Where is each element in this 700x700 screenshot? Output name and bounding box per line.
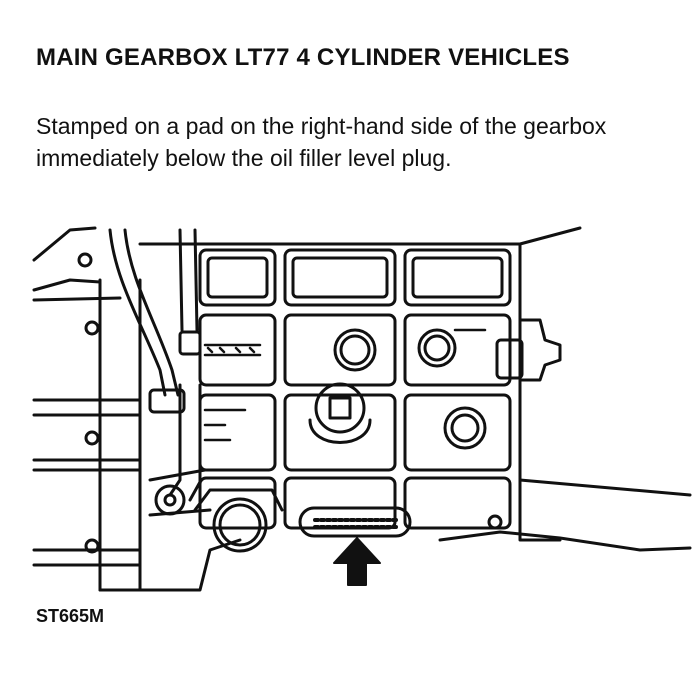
side-lug: [495, 318, 562, 382]
oil-filler-level-plug: [193, 488, 284, 553]
casting-marks: [203, 328, 487, 442]
casing-plugs: [308, 328, 487, 450]
figure-reference: ST665M: [36, 606, 105, 626]
page-heading: MAIN GEARBOX LT77 4 CYLINDER VEHICLES: [36, 44, 570, 71]
gearbox-illustration: [0, 220, 700, 600]
casing-top-edge: [138, 226, 582, 246]
casing-ribs: [198, 248, 512, 530]
location-arrow: [333, 537, 381, 586]
body-paragraph: Stamped on a pad on the right-hand side …: [36, 113, 607, 171]
bellhousing-outline: [32, 226, 242, 592]
breather-pipe: [108, 228, 212, 517]
serial-number-pad: [298, 506, 412, 538]
casing-right-edge: [518, 242, 562, 542]
rear-flange: [438, 478, 692, 552]
